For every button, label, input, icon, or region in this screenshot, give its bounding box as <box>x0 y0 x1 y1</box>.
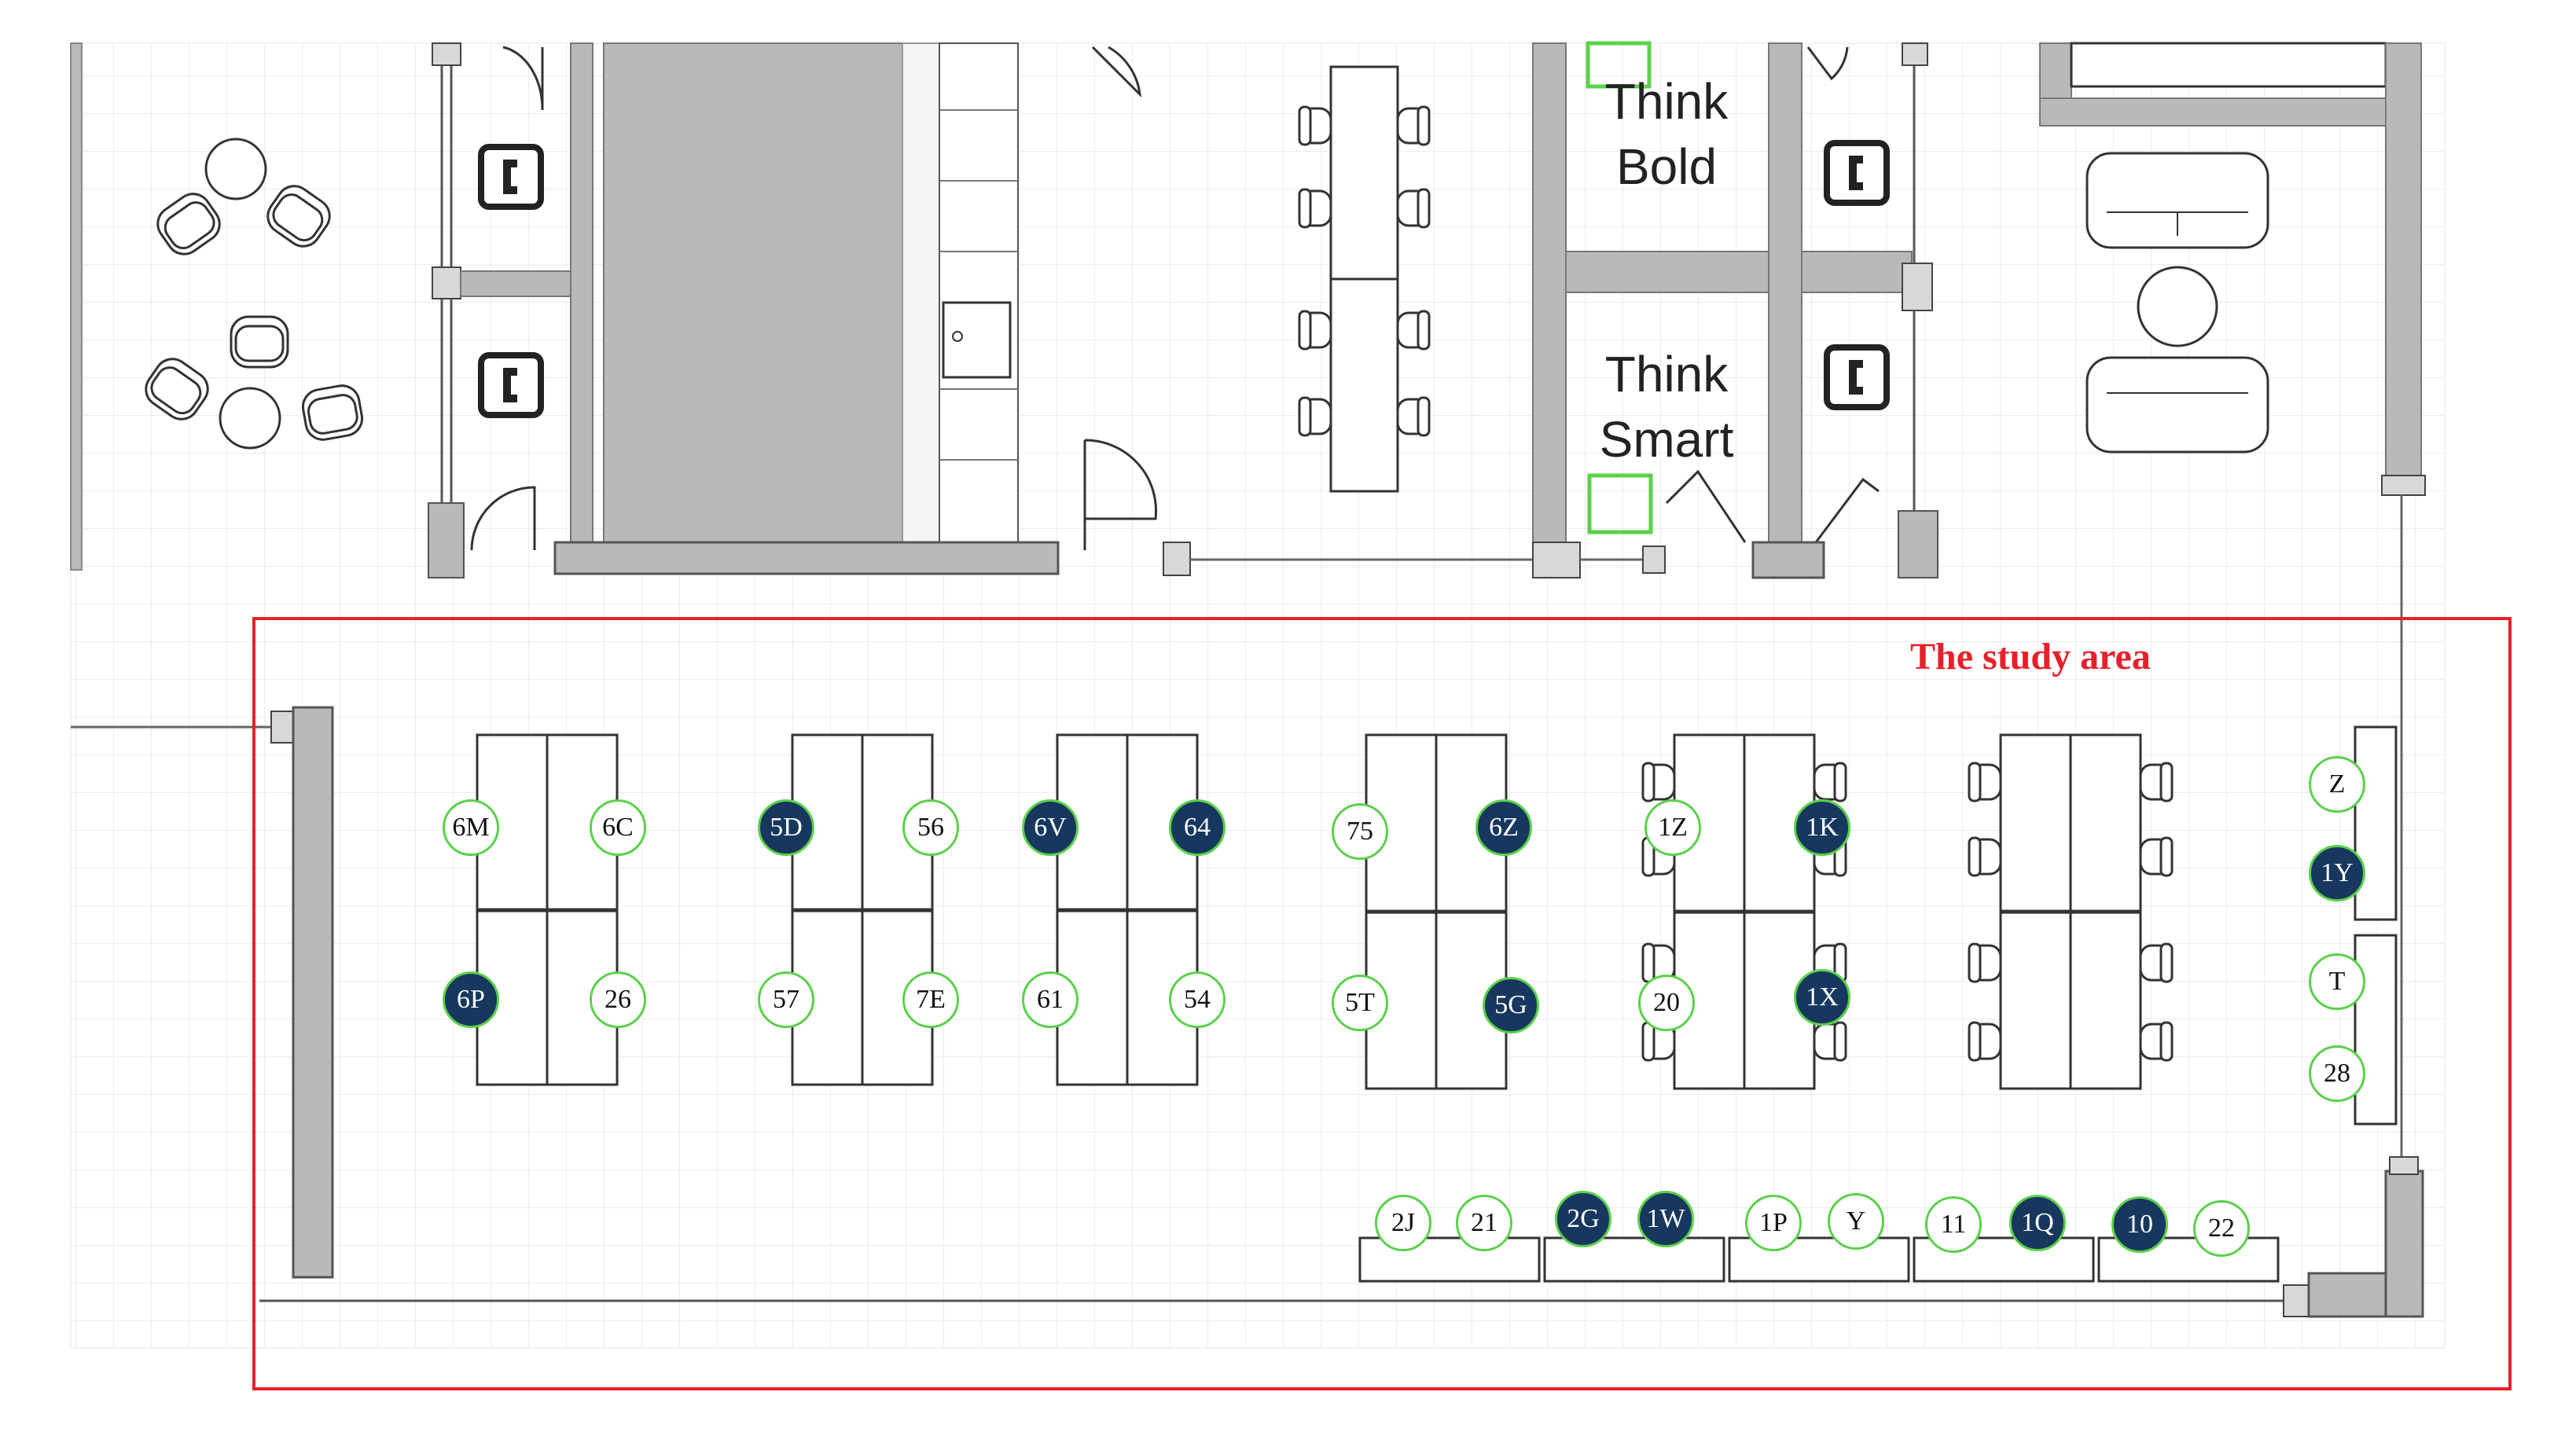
seat-7E[interactable]: 7E <box>902 971 959 1028</box>
seat-2J[interactable]: 2J <box>1375 1195 1431 1251</box>
seat-1X[interactable]: 1X <box>1794 969 1850 1026</box>
seat-2G[interactable]: 2G <box>1555 1191 1611 1247</box>
seat-57[interactable]: 57 <box>758 971 814 1028</box>
think-smart-line-1: Think <box>1604 346 1729 402</box>
seat-54[interactable]: 54 <box>1169 971 1226 1028</box>
seat-1Q[interactable]: 1Q <box>2009 1195 2066 1251</box>
seat-6P[interactable]: 6P <box>443 971 499 1028</box>
seat-Y[interactable]: Y <box>1828 1193 1884 1250</box>
seat-20[interactable]: 20 <box>1638 975 1695 1031</box>
seat-6V[interactable]: 6V <box>1022 799 1079 856</box>
think-smart-line-2: Smart <box>1599 411 1734 468</box>
think-bold-line-1: Think <box>1604 73 1729 130</box>
seat-75[interactable]: 75 <box>1332 803 1388 860</box>
seat-11[interactable]: 11 <box>1925 1196 1982 1253</box>
kitchen-block <box>553 42 1533 576</box>
seat-6Z[interactable]: 6Z <box>1475 799 1532 856</box>
study-area-outline <box>252 617 2512 1390</box>
room-label-think-smart: Think Smart <box>1572 342 1761 472</box>
seat-T[interactable]: T <box>2309 953 2365 1010</box>
seat-22[interactable]: 22 <box>2193 1200 2250 1257</box>
seat-56[interactable]: 56 <box>902 799 959 856</box>
seat-6C[interactable]: 6C <box>590 799 646 856</box>
seat-6M[interactable]: 6M <box>443 799 499 856</box>
seat-5G[interactable]: 5G <box>1483 977 1539 1034</box>
study-area-walls <box>71 706 2424 1318</box>
dining-table <box>1298 65 1431 493</box>
seat-61[interactable]: 61 <box>1022 971 1079 1028</box>
seat-5D[interactable]: 5D <box>758 799 814 856</box>
seat-Z[interactable]: Z <box>2309 756 2365 813</box>
study-area-title: The study area <box>1910 636 2151 678</box>
seat-64[interactable]: 64 <box>1169 799 1226 856</box>
seat-1Y[interactable]: 1Y <box>2309 845 2365 902</box>
meeting-rooms <box>1532 41 1938 579</box>
room-label-think-bold: Think Bold <box>1572 69 1761 200</box>
seat-21[interactable]: 21 <box>1456 1195 1512 1251</box>
seat-1W[interactable]: 1W <box>1637 1191 1694 1247</box>
seat-10[interactable]: 10 <box>2111 1196 2168 1253</box>
seat-5T[interactable]: 5T <box>1332 975 1388 1031</box>
phone-booths-left <box>428 42 571 578</box>
seat-26[interactable]: 26 <box>590 971 646 1028</box>
lounge-seating <box>138 138 366 450</box>
think-bold-line-2: Bold <box>1615 138 1718 196</box>
study-desks <box>476 725 2398 1283</box>
lounge-room <box>2039 42 2426 1163</box>
seat-1K[interactable]: 1K <box>1794 799 1850 856</box>
seat-1Z[interactable]: 1Z <box>1644 799 1701 856</box>
seat-28[interactable]: 28 <box>2309 1045 2365 1102</box>
seat-1P[interactable]: 1P <box>1745 1195 1802 1251</box>
